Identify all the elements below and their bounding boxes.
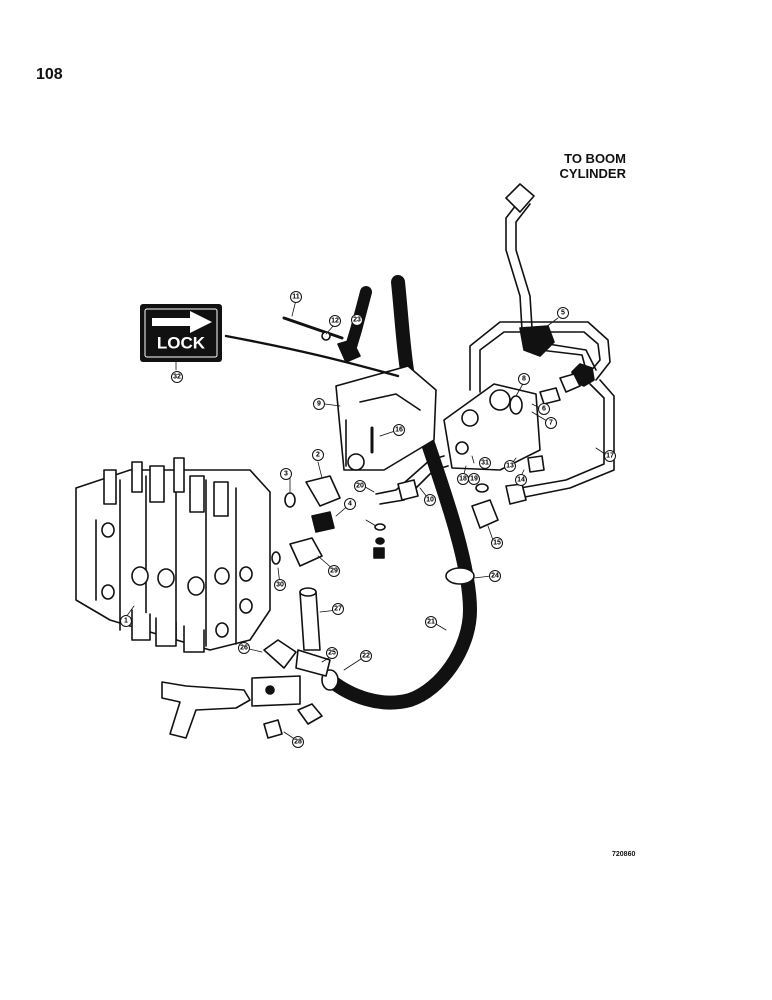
svg-text:27: 27 — [334, 606, 342, 613]
callout-6: 6 — [538, 403, 550, 415]
fittings — [271, 316, 545, 567]
tube-loop-17 — [505, 379, 615, 505]
callout-31: 31 — [479, 457, 491, 469]
callout-17: 17 — [604, 450, 616, 462]
control-valve-stack — [75, 457, 271, 653]
callout-line-2: CYLINDER — [559, 166, 626, 181]
page-number: 108 — [36, 66, 63, 83]
svg-text:25: 25 — [328, 650, 336, 657]
figure-code: 720860 — [612, 851, 636, 858]
svg-text:21: 21 — [427, 619, 435, 626]
svg-text:30: 30 — [276, 582, 284, 589]
svg-text:29: 29 — [330, 568, 338, 575]
callout-25: 25 — [326, 647, 338, 659]
svg-text:32: 32 — [173, 374, 181, 381]
callout-26: 26 — [238, 642, 250, 654]
svg-text:14: 14 — [517, 477, 525, 484]
callout-32: 32 — [171, 371, 183, 383]
svg-text:13: 13 — [506, 463, 514, 470]
callout-13: 13 — [504, 460, 516, 472]
svg-text:4: 4 — [348, 501, 352, 508]
callout-24: 24 — [489, 570, 501, 582]
callout-12: 12 — [329, 315, 341, 327]
svg-text:15: 15 — [493, 540, 501, 547]
svg-text:7: 7 — [549, 420, 553, 427]
callout-16: 16 — [393, 424, 405, 436]
callout-19: 19 — [468, 473, 480, 485]
callout-22: 22 — [360, 650, 372, 662]
callout-9: 9 — [313, 398, 325, 410]
svg-text:3: 3 — [284, 471, 288, 478]
callout-30: 30 — [274, 579, 286, 591]
svg-text:9: 9 — [317, 401, 321, 408]
tube-loop-5 — [469, 321, 611, 393]
decal-leader-line — [224, 334, 400, 378]
tube-20 — [375, 455, 449, 505]
svg-text:16: 16 — [395, 427, 403, 434]
part-callouts: 1 2 3 4 5 6 7 8 9 10 11 12 13 14 15 16 1… — [120, 291, 616, 748]
callout-7: 7 — [545, 417, 557, 429]
svg-text:10: 10 — [426, 497, 434, 504]
callout-1: 1 — [120, 615, 132, 627]
callout-20: 20 — [354, 480, 366, 492]
callout-8: 8 — [518, 373, 530, 385]
svg-text:18: 18 — [459, 476, 467, 483]
callout-line-1: TO BOOM — [564, 151, 626, 166]
svg-text:23: 23 — [353, 317, 361, 324]
callout-10: 10 — [424, 494, 436, 506]
boom-cylinder-tube — [505, 183, 597, 387]
svg-text:11: 11 — [292, 294, 300, 301]
lock-decal: LOCK — [140, 304, 222, 362]
lower-tube-assembly — [161, 587, 331, 739]
callout-27: 27 — [332, 603, 344, 615]
svg-text:1: 1 — [124, 618, 128, 625]
svg-text:20: 20 — [356, 483, 364, 490]
lock-decal-text: LOCK — [157, 334, 206, 353]
svg-text:26: 26 — [240, 645, 248, 652]
svg-text:5: 5 — [561, 310, 565, 317]
mounting-bracket-9 — [335, 365, 437, 471]
callout-4: 4 — [344, 498, 356, 510]
svg-text:12: 12 — [331, 318, 339, 325]
callout-11: 11 — [290, 291, 302, 303]
callout-18: 18 — [457, 473, 469, 485]
callout-29: 29 — [328, 565, 340, 577]
callout-2: 2 — [312, 449, 324, 461]
svg-text:24: 24 — [491, 573, 499, 580]
callout-3: 3 — [280, 468, 292, 480]
callout-23: 23 — [351, 314, 363, 326]
to-boom-cylinder-label: TO BOOM CYLINDER — [516, 151, 626, 181]
svg-text:22: 22 — [362, 653, 370, 660]
callout-15: 15 — [491, 537, 503, 549]
svg-text:6: 6 — [542, 406, 546, 413]
callout-14: 14 — [515, 474, 527, 486]
callout-5: 5 — [557, 307, 569, 319]
svg-text:31: 31 — [481, 460, 489, 467]
svg-text:8: 8 — [522, 376, 526, 383]
svg-text:19: 19 — [470, 476, 478, 483]
callout-28: 28 — [292, 736, 304, 748]
svg-text:2: 2 — [316, 452, 320, 459]
svg-text:28: 28 — [294, 739, 302, 746]
lock-valve-block — [443, 373, 581, 471]
svg-text:17: 17 — [606, 453, 614, 460]
right-arrow-icon — [152, 311, 212, 333]
callout-21: 21 — [425, 616, 437, 628]
